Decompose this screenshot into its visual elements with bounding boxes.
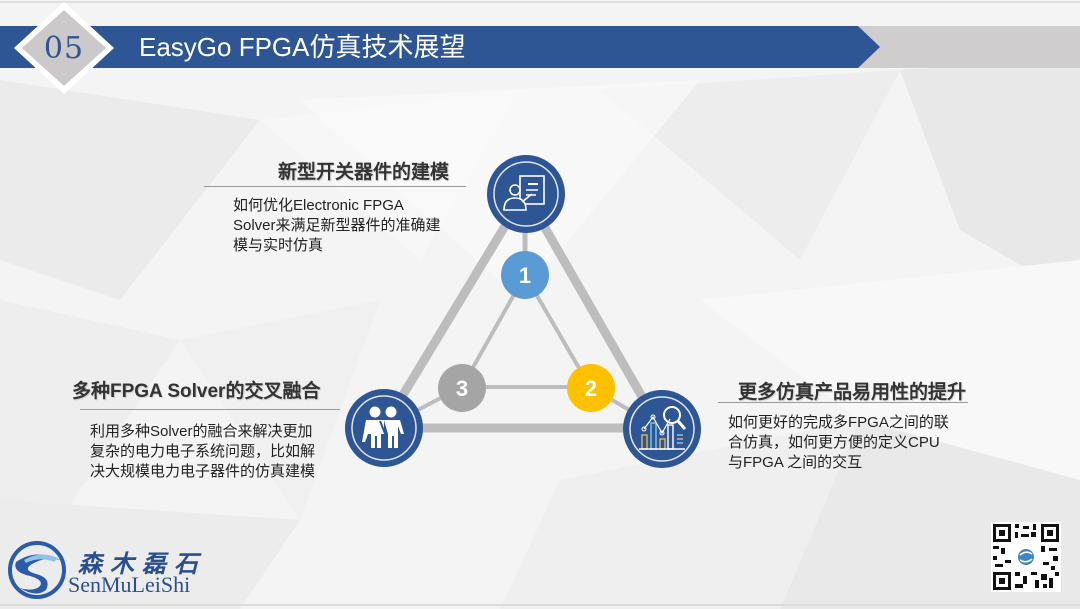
svg-text:1: 1 [519, 263, 531, 288]
node-2-line-3: 与FPGA 之间的交互 [728, 454, 863, 471]
chart-magnifier-icon [623, 390, 701, 468]
qr-code-icon [991, 522, 1061, 592]
header-blue-arrow [0, 26, 880, 68]
two-people-icon [345, 389, 423, 467]
node-2-divider [718, 402, 968, 403]
node-2-heading: 更多仿真产品易用性的提升 [738, 382, 967, 403]
node-3-line-2: 复杂的电力电子系统问题，比如解 [90, 443, 316, 460]
node-3-line-1: 利用多种Solver的融合来解决更加 [90, 423, 313, 440]
svg-text:3: 3 [456, 376, 468, 401]
node-1-divider [204, 186, 466, 187]
step-3-badge: 3 [438, 364, 486, 412]
svg-text:2: 2 [585, 376, 597, 401]
node-1-line-3: 模与实时仿真 [233, 237, 324, 254]
node-1-line-1: 如何优化Electronic FPGA [233, 197, 404, 214]
node-2-line-1: 如何更好的完成多FPGA之间的联 [728, 414, 949, 431]
node-1-line-2: Solver来满足新型器件的准确建 [233, 217, 441, 234]
step-1-badge: 1 [501, 251, 549, 299]
logo-english-name: SenMuLeiShi [68, 572, 191, 597]
node-3-divider [80, 409, 340, 410]
node-2-line-2: 合仿真，如何更方便的定义CPU [728, 434, 940, 451]
logo-chinese-name: 森木磊石 [78, 549, 206, 578]
header-band [0, 26, 1080, 68]
node-1-description: 如何优化Electronic FPGA Solver来满足新型器件的准确建 模与… [233, 196, 473, 256]
node-3-line-3: 决大规模电力电子器件的仿真建模 [90, 463, 316, 480]
node-1-heading: 新型开关器件的建模 [278, 162, 450, 183]
node-3-description: 利用多种Solver的融合来解决更加 复杂的电力电子系统问题，比如解 决大规模电… [90, 422, 350, 482]
section-diamond-badge [14, 2, 114, 94]
presenter-board-icon [487, 155, 565, 233]
step-2-badge: 2 [567, 364, 615, 412]
node-3-heading: 多种FPGA Solver的交叉融合 [72, 381, 321, 402]
page-title: EasyGo FPGA仿真技术展望 [139, 32, 466, 62]
section-number: 05 [43, 30, 85, 66]
company-logo-icon [8, 541, 66, 599]
node-2-description: 如何更好的完成多FPGA之间的联 合仿真，如何更方便的定义CPU 与FPGA 之… [728, 413, 988, 473]
